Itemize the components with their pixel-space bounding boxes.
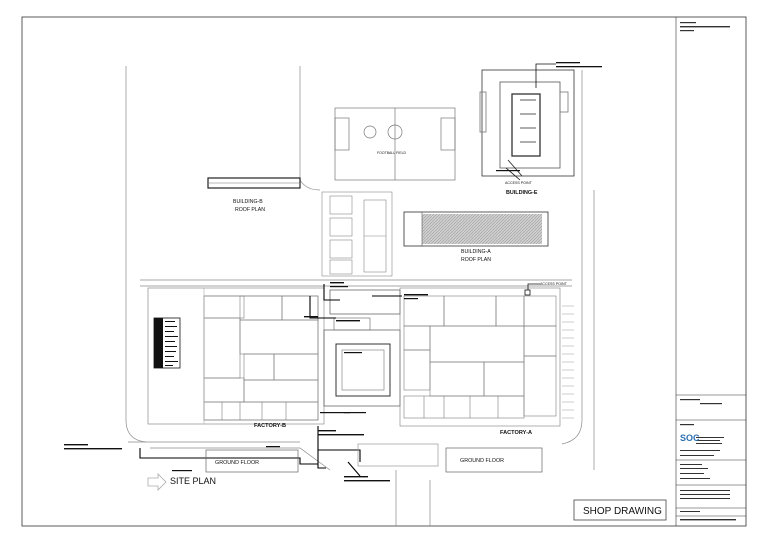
building-e-callout (505, 63, 556, 181)
building-e (479, 69, 575, 177)
shop-drawing-box (573, 499, 667, 521)
ground-floor-right (357, 443, 543, 473)
building-a-subtitle: ROOF PLAN (461, 257, 491, 263)
parking-stripes (562, 305, 574, 419)
football-field (334, 107, 456, 181)
factory-a-title: FACTORY-A (500, 430, 532, 436)
factory-b-title: FACTORY-B (254, 423, 286, 429)
company-logo: SOC (680, 433, 700, 443)
ground-floor-right-label: GROUND FLOOR (460, 458, 504, 464)
cable-callouts (64, 282, 428, 482)
central-court (323, 289, 401, 407)
building-b-subtitle: ROOF PLAN (235, 207, 265, 213)
title-block: SOC (675, 17, 746, 526)
building-b-title: BUILDING-B (233, 199, 263, 205)
building-e-title: BUILDING-E (506, 190, 538, 196)
building-a-title: BUILDING-A (461, 249, 491, 255)
site-outline (125, 66, 595, 526)
factory-a-plan (399, 287, 561, 427)
shop-drawing-label: SHOP DRAWING (583, 506, 662, 517)
ground-floor-left-label: GROUND FLOOR (215, 460, 259, 466)
access-point-mid-marker (524, 283, 540, 296)
drawing-border (21, 16, 747, 527)
site-plan-label: SITE PLAN (170, 476, 216, 486)
site-plan-icon (147, 473, 167, 491)
building-a-roof (403, 211, 549, 247)
football-field-label: FOOTBALL FIELD (377, 151, 407, 155)
legend-table (153, 317, 181, 369)
cable-routes (139, 284, 402, 477)
ground-floor-left (205, 449, 299, 473)
parking-blocks (321, 191, 393, 277)
access-point-top: ACCESS POINT (505, 181, 533, 185)
access-point-mid: ACCESS POINT (540, 282, 568, 286)
building-b-roof (207, 177, 301, 189)
